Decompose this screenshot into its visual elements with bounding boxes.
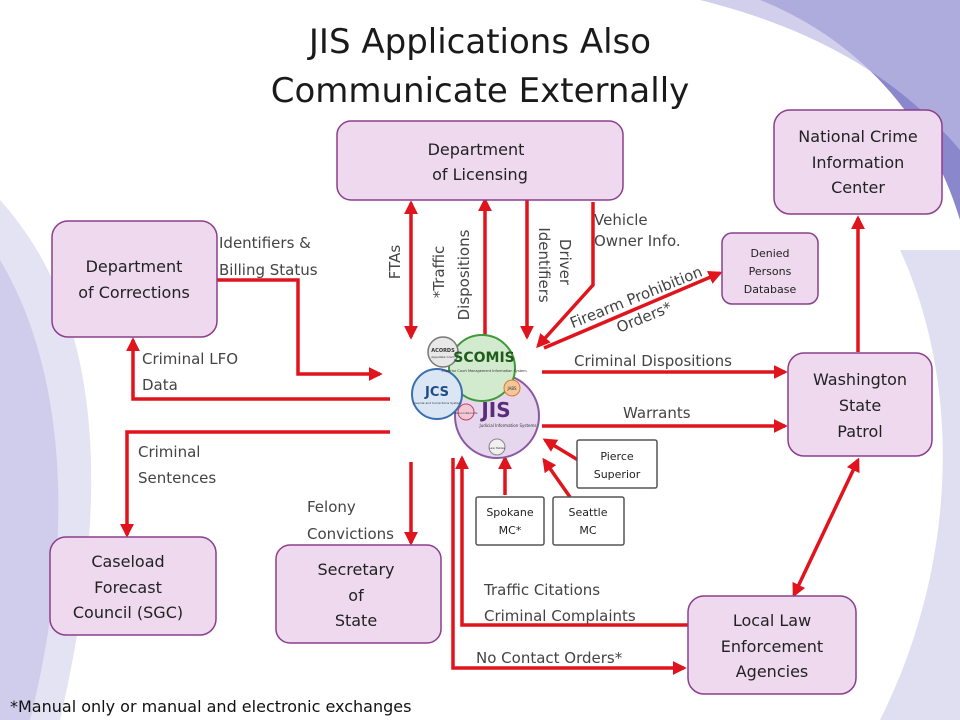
node-spokane-line-1: Spokane <box>486 506 534 519</box>
arrow-no-contact-orders <box>451 458 687 675</box>
jabs-circle <box>503 379 521 397</box>
jcs-label: JCS <box>424 385 449 400</box>
acords-label: ACORDS <box>431 348 455 354</box>
label-no-contact-orders: No Contact Orders* <box>476 649 623 667</box>
label-driver-identifiers-line-1: Driver <box>556 239 574 286</box>
node-pierce-superior: Pierce Superior <box>576 439 658 489</box>
decorative-swoosh-right <box>700 0 960 720</box>
node-seattle-line-1: Seattle <box>569 506 608 519</box>
jcs-circle <box>411 368 463 420</box>
jcs-sublabel: Juvenile and Corrections System <box>412 401 462 405</box>
node-spokane-mc: Spokane MC* <box>475 496 545 546</box>
label-ftas: FTAs <box>386 245 404 280</box>
node-sgc-line-2: Forecast <box>94 578 162 597</box>
jis-label: JIS <box>479 398 510 422</box>
arrow-firearm-prohibition <box>543 270 723 350</box>
label-vehicle-owner-line-2: Owner Info. <box>594 232 681 250</box>
scomis-circle <box>448 334 516 402</box>
title-line-1: JIS Applications Also <box>307 22 651 62</box>
node-corrections-line-1: Department <box>86 257 183 276</box>
node-wsp-line-3: Patrol <box>837 422 882 441</box>
label-criminal-sentences-line-2: Sentences <box>138 469 216 487</box>
node-wsp-line-1: Washington <box>813 370 907 389</box>
title-line-2: Communicate Externally <box>271 71 690 111</box>
node-ncic: National Crime Information Center <box>773 109 943 215</box>
node-spokane-line-2: MC* <box>499 524 522 537</box>
label-identifiers-billing-line-1: Identifiers & <box>219 234 311 252</box>
arrow-identifiers-billing <box>217 278 383 381</box>
node-sgc-line-3: Council (SGC) <box>73 603 183 622</box>
node-seattle-mc: Seattle MC <box>552 496 625 546</box>
jis-sublabel: Judicial Information Systems <box>479 423 537 428</box>
label-identifiers-billing-line-2: Billing Status <box>219 261 318 279</box>
arrow-wsp-local <box>792 457 860 598</box>
node-secretary-of-state: Secretary of State <box>275 544 442 644</box>
node-ncic-line-3: Center <box>831 178 885 197</box>
label-traffic-dispositions-line-1: *Traffic <box>430 246 448 299</box>
node-sgc-line-1: Caseload <box>91 552 164 571</box>
label-warrants: Warrants <box>623 404 691 422</box>
node-denied-line-2: Persons <box>749 265 792 278</box>
label-felony-convictions-line-1: Felony <box>307 498 356 516</box>
node-ncic-line-1: National Crime <box>798 127 917 146</box>
arrow-seattle <box>542 457 572 499</box>
node-denied-line-3: Database <box>744 283 797 296</box>
label-criminal-dispositions: Criminal Dispositions <box>574 352 732 370</box>
node-licensing: Department of Licensing <box>336 120 624 201</box>
jis-hub: SCOMIS Superior Court Management Informa… <box>411 334 540 459</box>
node-caseload-forecast-council: Caseload Forecast Council (SGC) <box>49 536 217 636</box>
flow-arrows <box>120 197 865 675</box>
node-local-line-3: Agencies <box>736 662 809 681</box>
label-traffic-citations-line-1: Traffic Citations <box>483 581 600 599</box>
node-wsp-line-2: State <box>839 396 881 415</box>
node-local-law-enforcement: Local Law Enforcement Agencies <box>687 595 857 695</box>
node-sos-line-3: State <box>335 611 377 630</box>
arrow-traffic-citations <box>455 455 688 627</box>
acords-sublabel: Appellate Court <box>431 355 455 359</box>
label-felony-convictions-line-2: Convictions <box>307 525 394 543</box>
node-local-line-2: Enforcement <box>721 637 823 656</box>
label-criminal-lfo-line-1: Criminal LFO <box>142 350 238 368</box>
node-corrections: Department of Corrections <box>51 220 218 338</box>
node-sos-line-1: Secretary <box>318 560 395 579</box>
node-washington-state-patrol: Washington State Patrol <box>787 352 933 457</box>
law-circle <box>488 438 506 456</box>
node-licensing-line-1: Department <box>428 140 525 159</box>
node-pierce-line-2: Superior <box>594 468 641 481</box>
node-local-line-1: Local Law <box>733 611 811 630</box>
label-traffic-citations-line-2: Criminal Complaints <box>484 607 636 625</box>
scomis-label: SCOMIS <box>453 350 514 366</box>
label-driver-identifiers-line-2: Identifiers <box>535 227 553 303</box>
node-denied-line-1: Denied <box>750 247 789 260</box>
jabs-label: JABS <box>506 386 517 391</box>
person-label: Person Records <box>455 411 478 415</box>
scomis-sublabel: Superior Court Management Information Sy… <box>441 369 527 373</box>
label-criminal-lfo-line-2: Data <box>142 376 178 394</box>
person-circle <box>457 403 475 421</box>
arrow-vehicle-owner <box>536 202 595 349</box>
node-ncic-line-2: Information <box>812 153 905 172</box>
label-traffic-dispositions-line-2: Dispositions <box>455 229 473 320</box>
label-criminal-sentences-line-1: Criminal <box>138 443 200 461</box>
arrow-criminal-lfo <box>126 337 390 401</box>
node-pierce-line-1: Pierce <box>600 450 634 463</box>
label-vehicle-owner-line-1: Vehicle <box>594 211 648 229</box>
arrow-criminal-sentences <box>120 430 390 538</box>
footnote: *Manual only or manual and electronic ex… <box>10 697 411 716</box>
node-corrections-line-2: of Corrections <box>78 283 190 302</box>
acords-circle <box>427 336 459 368</box>
arrow-pierce <box>542 438 579 462</box>
node-seattle-line-2: MC <box>579 524 596 537</box>
node-licensing-line-2: of Licensing <box>432 165 528 184</box>
node-denied-persons: Denied Persons Database <box>721 232 819 305</box>
law-label: Law Tables <box>489 446 506 450</box>
node-sos-line-2: of <box>348 586 364 605</box>
